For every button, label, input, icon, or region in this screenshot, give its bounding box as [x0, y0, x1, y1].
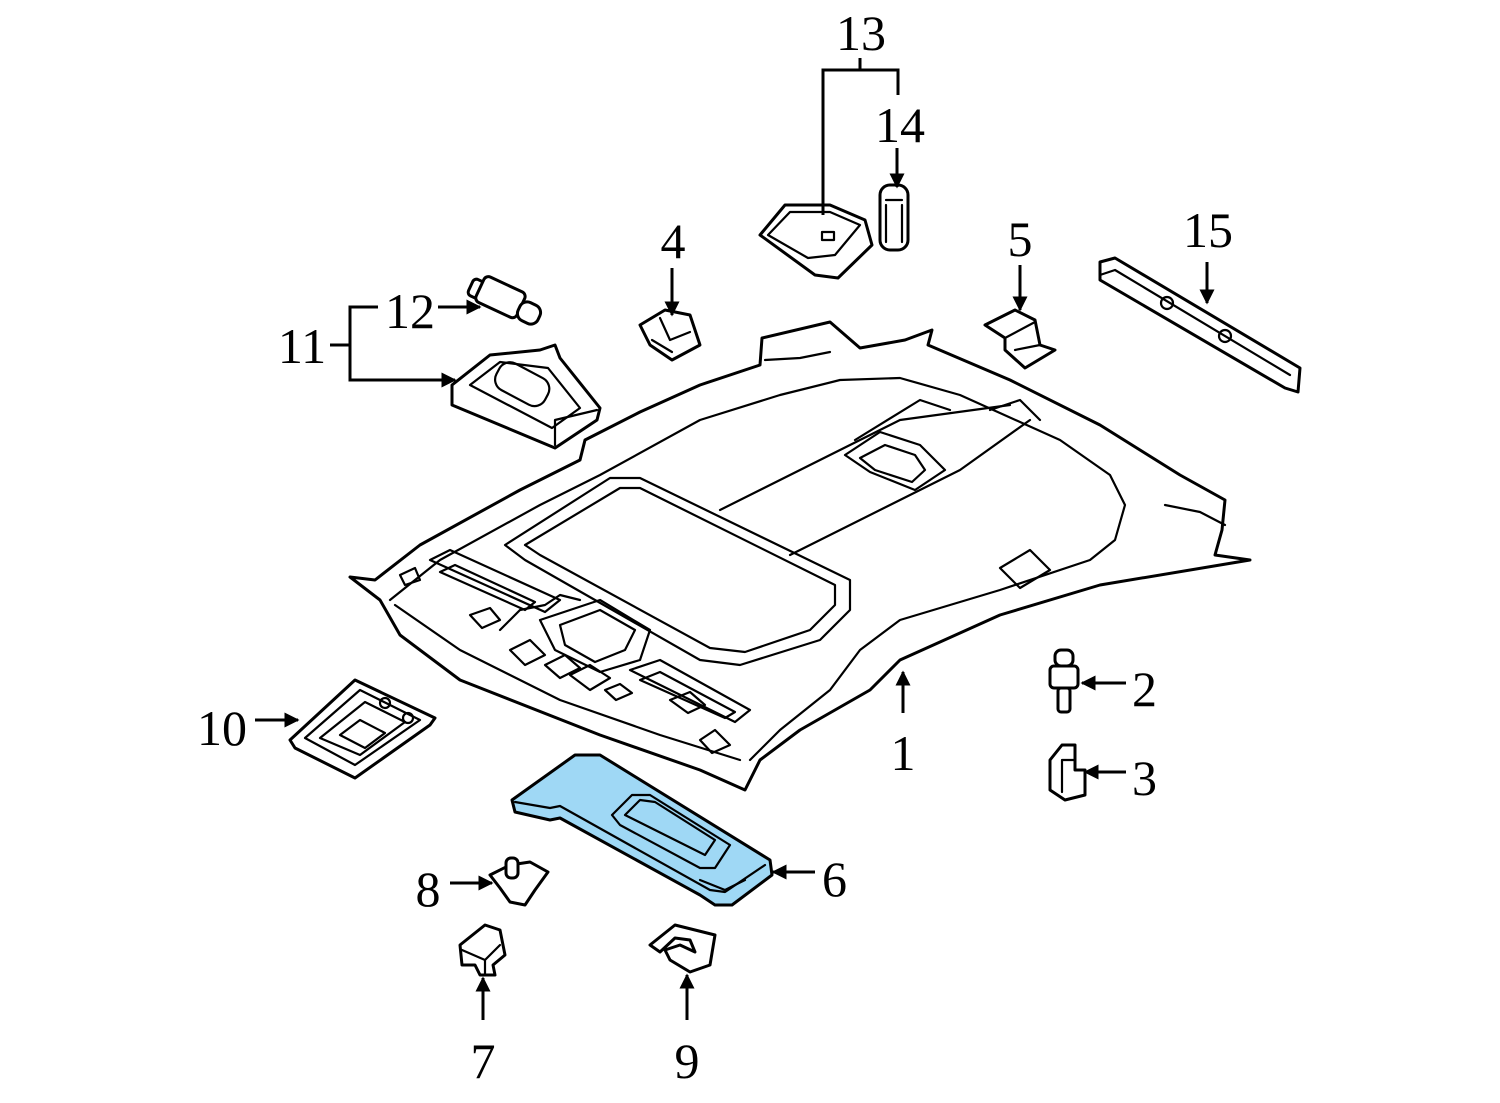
roof-rail-part-15[interactable] — [1098, 256, 1302, 394]
reading-lamp-part-11[interactable] — [450, 343, 602, 450]
callout-labels: 1 2 3 4 5 6 7 8 9 10 11 12 13 14 15 — [197, 5, 1233, 1089]
bracket-part-9[interactable] — [648, 923, 717, 974]
bracket-part-5[interactable] — [983, 308, 1057, 370]
callout-9: 9 — [675, 1033, 700, 1089]
leader-lines — [255, 58, 1215, 1020]
callout-6: 6 — [822, 851, 847, 907]
bracket-part-3[interactable] — [1048, 743, 1087, 802]
callout-13: 13 — [836, 5, 886, 61]
callout-5: 5 — [1008, 211, 1033, 267]
bulb-part-14[interactable] — [878, 183, 910, 252]
holder-part-7[interactable] — [458, 923, 507, 977]
bracket-part-4[interactable] — [638, 308, 702, 362]
callout-14: 14 — [875, 97, 925, 153]
headliner-part-1[interactable] — [348, 320, 1252, 792]
callout-3: 3 — [1132, 750, 1157, 806]
callout-10: 10 — [197, 700, 247, 756]
callout-4: 4 — [661, 213, 686, 269]
callout-8: 8 — [416, 861, 441, 917]
callout-15: 15 — [1183, 202, 1233, 258]
callout-11: 11 — [278, 318, 326, 374]
callout-1: 1 — [891, 725, 916, 781]
callout-12: 12 — [385, 283, 435, 339]
clip-part-2[interactable] — [1048, 648, 1080, 714]
dome-lamp-part-10[interactable] — [288, 678, 437, 780]
callout-7: 7 — [471, 1033, 496, 1089]
bulb-socket-part-12[interactable] — [466, 275, 543, 327]
clip-part-8[interactable] — [488, 856, 550, 907]
callout-2: 2 — [1132, 661, 1157, 717]
sun-visor-part-6[interactable] — [510, 753, 774, 907]
lamp-lens-part-13[interactable] — [758, 203, 874, 280]
